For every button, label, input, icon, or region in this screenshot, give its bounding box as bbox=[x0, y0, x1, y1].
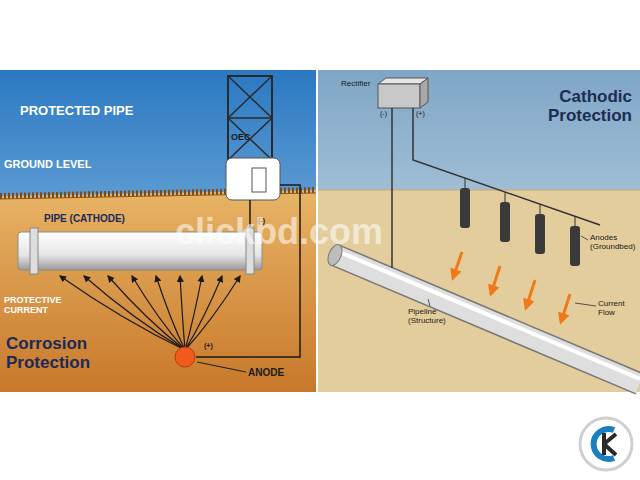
polarity-mark: (-) bbox=[380, 110, 387, 118]
protective-current-arrow bbox=[185, 276, 240, 350]
protective-current-arrow bbox=[108, 276, 185, 350]
rectifier-box bbox=[378, 84, 420, 108]
oec-tower bbox=[228, 118, 272, 160]
protected-pipe bbox=[30, 228, 38, 274]
anode-ball bbox=[175, 347, 246, 372]
polarity-mark: (+) bbox=[416, 110, 425, 118]
ground-label: GROUND LEVEL bbox=[4, 158, 91, 170]
current-flow-arrow bbox=[491, 266, 500, 294]
rectifier-wire bbox=[392, 108, 600, 268]
pipeline bbox=[335, 255, 640, 384]
watermark: clickbd.com bbox=[175, 212, 383, 252]
current-flow-arrow bbox=[526, 280, 535, 308]
oec-tower bbox=[228, 117, 272, 119]
anode-rod bbox=[505, 192, 506, 202]
oec-tower bbox=[228, 118, 272, 160]
anode-rod bbox=[460, 188, 470, 228]
leader-line bbox=[581, 236, 588, 240]
leader-line bbox=[428, 236, 596, 306]
part-label: Anodes (Groundbed) bbox=[590, 234, 636, 252]
site-logo bbox=[580, 418, 632, 470]
anode-rod bbox=[575, 216, 576, 226]
rectifier-wire bbox=[391, 108, 393, 268]
site-logo bbox=[604, 433, 616, 455]
panel-heading: Cathodic Protection bbox=[528, 88, 632, 125]
site-logo bbox=[580, 418, 632, 470]
oec-tower bbox=[226, 76, 280, 200]
protective-current-arrow bbox=[185, 276, 222, 350]
anode-rod bbox=[460, 178, 580, 266]
right-panel bbox=[318, 190, 640, 191]
leader-line bbox=[575, 303, 596, 306]
leader-line bbox=[428, 299, 430, 306]
part-label: Rectifier bbox=[341, 80, 370, 89]
anode-rod bbox=[535, 214, 545, 254]
part-label: Pipeline (Structure) bbox=[408, 308, 460, 326]
anode-rod bbox=[570, 226, 580, 266]
protective-current-arrow bbox=[132, 276, 185, 350]
part-label: ANODE bbox=[248, 367, 284, 378]
protective-current-arrow bbox=[156, 276, 185, 350]
panel-title: PROTECTED PIPE bbox=[20, 104, 133, 118]
oec-wire bbox=[196, 185, 300, 357]
oec-tower bbox=[228, 76, 272, 118]
oec-tower bbox=[252, 168, 266, 192]
protective-current-arrow bbox=[84, 276, 185, 350]
oec-tower bbox=[228, 76, 272, 118]
panel-heading: Corrosion Protection bbox=[6, 335, 121, 372]
part-label: PIPE (CATHODE) bbox=[44, 213, 125, 224]
anode-ball bbox=[197, 362, 246, 372]
protective-current-arrow bbox=[180, 276, 185, 350]
pipeline bbox=[335, 250, 640, 379]
pipeline bbox=[325, 243, 640, 384]
current-label: PROTECTIVE CURRENT bbox=[4, 296, 84, 316]
anode-rod bbox=[500, 202, 510, 242]
anode-ball bbox=[175, 347, 195, 367]
current-flow-arrow bbox=[453, 252, 570, 322]
oec-tower bbox=[226, 158, 280, 200]
current-flow-arrow bbox=[561, 294, 570, 322]
structure-label: OEC bbox=[231, 133, 251, 143]
rectifier-box bbox=[420, 78, 428, 108]
rectifier-box bbox=[378, 78, 428, 108]
pipeline bbox=[335, 255, 640, 384]
polarity-mark: (+) bbox=[204, 342, 213, 350]
current-flow-arrow bbox=[453, 252, 462, 278]
part-label: Current Flow bbox=[598, 300, 634, 318]
oec-wire bbox=[196, 185, 300, 357]
protective-current-arrow bbox=[185, 276, 202, 350]
anode-rod bbox=[465, 178, 466, 188]
anode-rod bbox=[540, 204, 541, 214]
oec-tower bbox=[228, 76, 272, 160]
